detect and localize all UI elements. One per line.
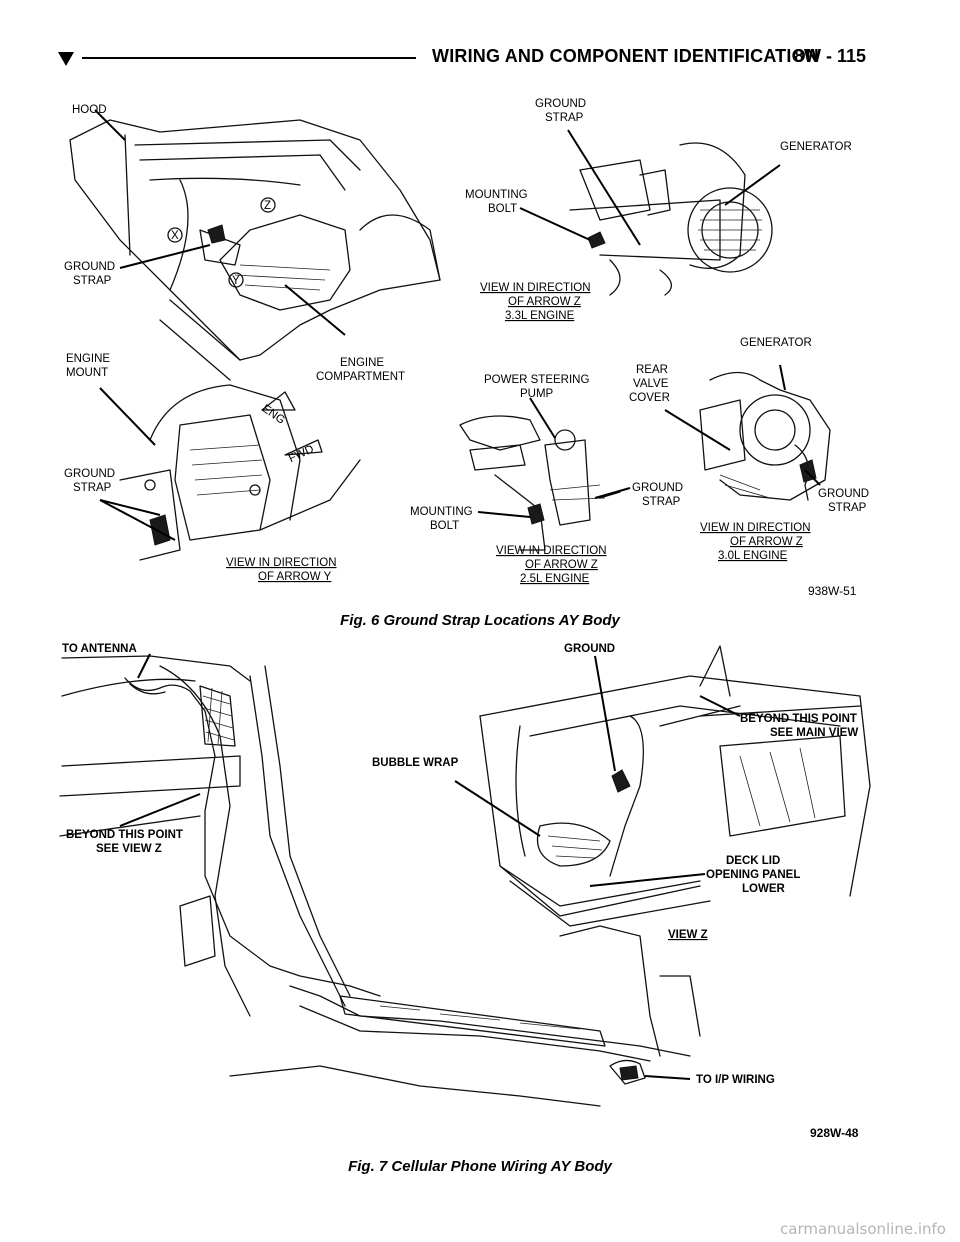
label-view-25-3: 2.5L ENGINE <box>520 573 590 585</box>
watermark: carmanualsonline.info <box>780 1220 946 1238</box>
leader-to-antenna <box>137 653 151 679</box>
leader-mounting-bolt-ps <box>477 511 531 518</box>
page-title: WIRING AND COMPONENT IDENTIFICATION <box>432 46 819 66</box>
arrow-fwd-label: FWD <box>287 443 316 465</box>
figure-6-caption: Fig. 6 Ground Strap Locations AY Body <box>340 612 620 629</box>
label-ground-strap-top-1: GROUND <box>535 98 586 110</box>
leader-beyond-main <box>699 695 741 717</box>
vehicle-interior-drawing <box>59 655 701 1107</box>
leader-ground-strap-top <box>567 129 641 246</box>
label-rear-valve-2: VALVE <box>633 378 669 390</box>
leader-ground <box>594 655 616 772</box>
page-header: WIRING AND COMPONENT IDENTIFICATION 8W -… <box>0 0 960 80</box>
label-mounting-bolt-ps-2: BOLT <box>430 520 459 532</box>
label-view-33-1: VIEW IN DIRECTION <box>480 282 591 294</box>
label-ground-strap-left-2: STRAP <box>73 275 112 287</box>
label-engine-compartment-1: ENGINE <box>340 357 384 369</box>
label-bubble-wrap: BUBBLE WRAP <box>372 757 459 769</box>
label-generator-right: GENERATOR <box>740 337 812 349</box>
leader-to-ip-wiring <box>644 1075 691 1080</box>
label-beyond-z-2: SEE VIEW Z <box>96 843 162 855</box>
figure-7-illustration: TO ANTENNA GROUND BEYOND THIS POINT SEE … <box>59 643 871 1107</box>
label-deck-lid-1: DECK LID <box>726 855 780 867</box>
label-ground-strap-ps-2: STRAP <box>642 496 681 508</box>
label-mounting-bolt-ps-1: MOUNTING <box>410 506 473 518</box>
label-ground-strap-mount-1: GROUND <box>64 468 115 480</box>
label-view-y-1: VIEW IN DIRECTION <box>226 557 337 569</box>
leader-bubble-wrap <box>454 780 541 837</box>
label-power-steering-1: POWER STEERING <box>484 374 589 386</box>
generator-30-drawing <box>699 371 831 501</box>
leader-hood <box>94 109 126 141</box>
leader-ground-strap-mount-1 <box>99 499 161 516</box>
figure-6-code: 938W-51 <box>808 584 857 598</box>
label-beyond-main-2: SEE MAIN VIEW <box>770 727 858 739</box>
leader-ground-strap-30 <box>804 469 821 486</box>
label-deck-lid-3: LOWER <box>742 883 785 895</box>
leader-ground-strap-mount-2 <box>99 499 176 541</box>
leader-rear-valve <box>664 409 731 451</box>
engine-mount-drawing: ENG FWD <box>119 384 361 561</box>
label-power-steering-2: PUMP <box>520 388 554 400</box>
figure-7-caption: Fig. 7 Cellular Phone Wiring AY Body <box>348 1158 612 1175</box>
label-view-25-2: OF ARROW Z <box>525 559 598 571</box>
power-steering-drawing <box>459 415 621 551</box>
figure-7: TO ANTENNA GROUND BEYOND THIS POINT SEE … <box>0 636 960 1156</box>
leader-beyond-z <box>119 793 201 827</box>
page-number: 8W - 115 <box>794 46 867 66</box>
label-to-ip-wiring: TO I/P WIRING <box>696 1074 775 1086</box>
label-hood: HOOD <box>72 104 107 116</box>
leader-generator-right <box>779 364 786 391</box>
marker-x: X <box>171 230 179 242</box>
label-view-30-2: OF ARROW Z <box>730 536 803 548</box>
label-view-y-2: OF ARROW Y <box>258 571 332 583</box>
section-marker-icon <box>58 52 74 66</box>
trunk-view-z-drawing <box>479 645 871 927</box>
label-view-30-3: 3.0L ENGINE <box>718 550 788 562</box>
generator-33-drawing <box>569 142 773 296</box>
label-ground-strap-30-1: GROUND <box>818 488 869 500</box>
arrow-eng-label: ENG <box>260 403 287 427</box>
label-beyond-main-1: BEYOND THIS POINT <box>740 713 857 725</box>
leader-engine-mount <box>99 387 156 446</box>
label-engine-compartment-2: COMPARTMENT <box>316 371 405 383</box>
figure-7-code: 928W-48 <box>810 1126 859 1140</box>
leader-deck-lid <box>589 873 706 887</box>
label-engine-mount-2: MOUNT <box>66 367 108 379</box>
label-view-z: VIEW Z <box>668 929 708 941</box>
leader-ground-strap-ps <box>594 487 631 499</box>
label-view-30-1: VIEW IN DIRECTION <box>700 522 811 534</box>
header-rule <box>82 57 416 59</box>
figure-6-illustration: X Y Z <box>64 98 869 585</box>
label-ground-strap-30-2: STRAP <box>828 502 867 514</box>
label-mounting-bolt-top-2: BOLT <box>488 203 517 215</box>
label-ground-strap-left-1: GROUND <box>64 261 115 273</box>
label-rear-valve-1: REAR <box>636 364 668 376</box>
leader-mounting-bolt-top <box>519 207 591 241</box>
label-deck-lid-2: OPENING PANEL <box>706 869 800 881</box>
figure-6: X Y Z <box>0 80 960 640</box>
label-engine-mount-1: ENGINE <box>66 353 110 365</box>
marker-y: Y <box>232 275 240 287</box>
label-generator-top: GENERATOR <box>780 141 852 153</box>
leader-power-steering <box>529 397 556 439</box>
marker-z: Z <box>264 200 271 212</box>
label-ground-strap-ps-1: GROUND <box>632 482 683 494</box>
leader-ground-strap-left <box>119 244 211 269</box>
label-ground: GROUND <box>564 643 615 655</box>
label-rear-valve-3: COVER <box>629 392 670 404</box>
label-ground-strap-mount-2: STRAP <box>73 482 112 494</box>
label-ground-strap-top-2: STRAP <box>545 112 584 124</box>
label-beyond-z-1: BEYOND THIS POINT <box>66 829 183 841</box>
label-view-33-2: OF ARROW Z <box>508 296 581 308</box>
leader-engine-compartment <box>284 284 346 336</box>
label-mounting-bolt-top-1: MOUNTING <box>465 189 528 201</box>
label-view-33-3: 3.3L ENGINE <box>505 310 575 322</box>
label-view-25-1: VIEW IN DIRECTION <box>496 545 607 557</box>
label-to-antenna: TO ANTENNA <box>62 643 137 655</box>
engine-compartment-drawing: X Y Z <box>69 119 441 381</box>
leader-generator-top <box>724 164 781 206</box>
